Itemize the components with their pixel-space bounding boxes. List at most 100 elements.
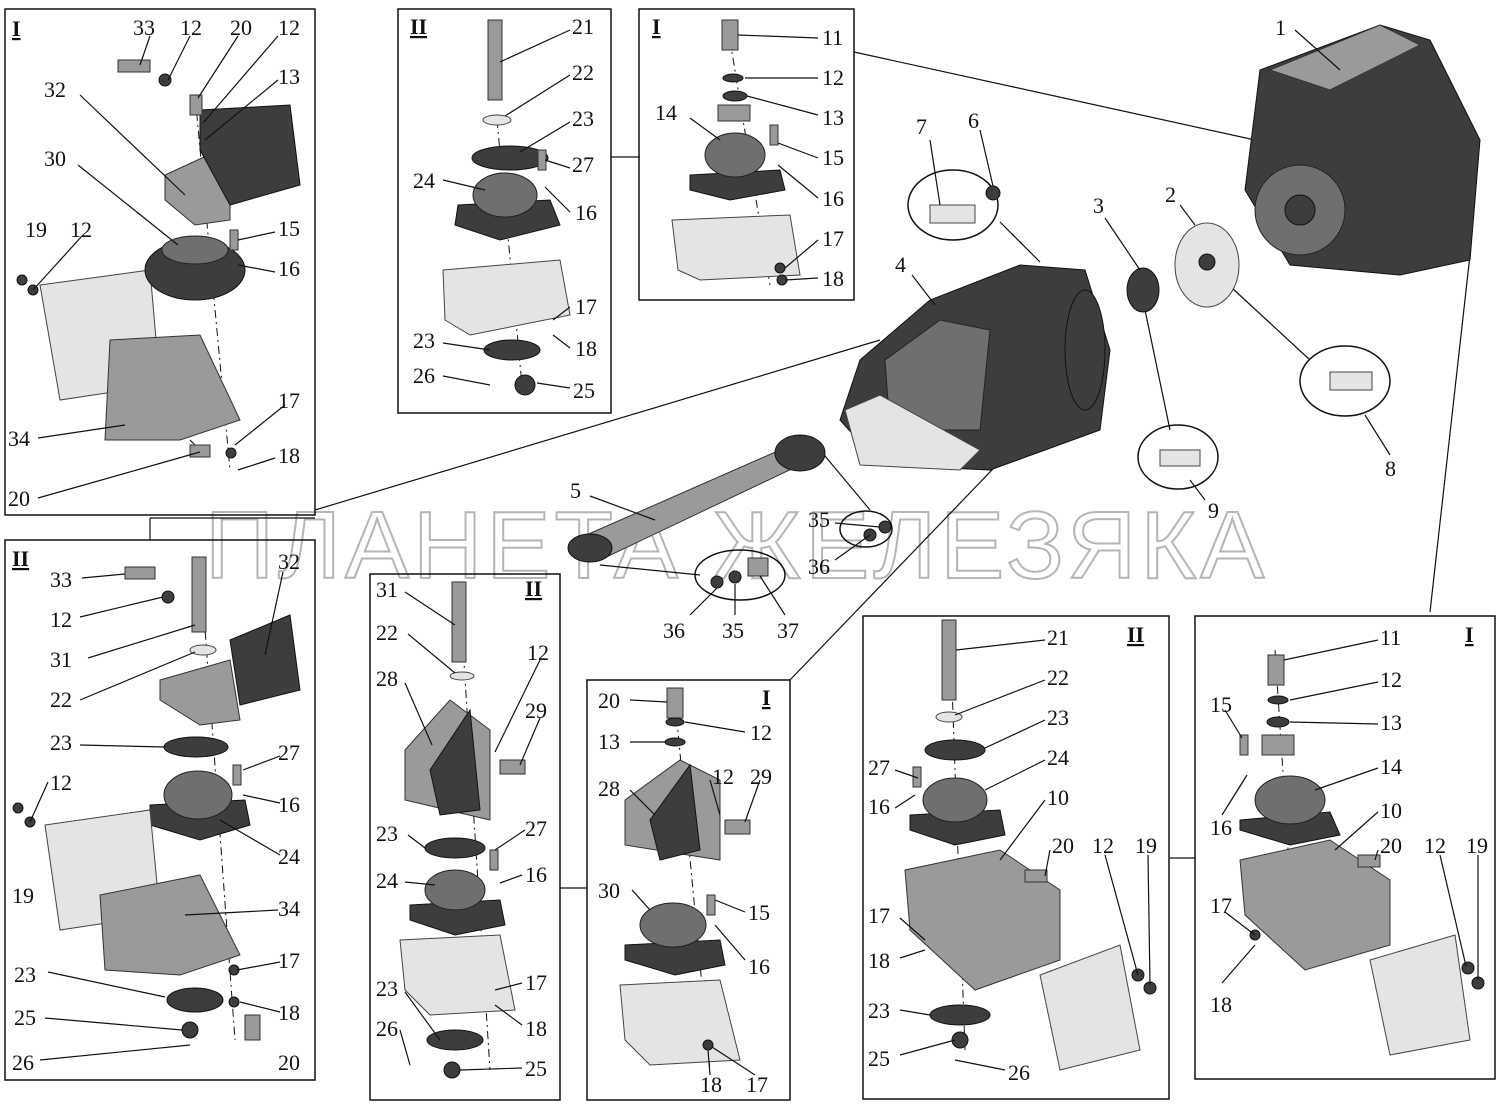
callout-p4-12b: 12 (50, 770, 72, 795)
callout-p1-15: 15 (278, 216, 300, 241)
callout-p1-20b: 20 (8, 486, 30, 511)
callout-p5-24: 24 (376, 868, 398, 893)
panel-p1-parts (16, 59, 301, 471)
callout-p7-10: 10 (1047, 785, 1069, 810)
callout-p2-22: 22 (572, 60, 594, 85)
callout-p8-13: 13 (1380, 710, 1402, 735)
callout-p5-27: 27 (525, 816, 547, 841)
callout-main-8: 8 (1385, 456, 1396, 481)
callout-main-9: 9 (1208, 498, 1219, 523)
panel-p2-parts (442, 19, 571, 396)
callouts-p8: 11 12 15 13 14 16 10 20 12 19 17 18 (1210, 625, 1488, 1017)
callout-p1-17: 17 (278, 388, 300, 413)
callout-p4-24: 24 (278, 844, 300, 869)
panel-p8-frame (1194, 615, 1496, 1080)
callout-p2-23a: 23 (572, 106, 594, 131)
callout-p4-12a: 12 (50, 607, 72, 632)
callout-p6-29: 29 (750, 764, 772, 789)
callout-p1-12c: 12 (70, 217, 92, 242)
callout-p8-20: 20 (1380, 833, 1402, 858)
callout-p1-20a: 20 (230, 15, 252, 40)
callout-p6-12b: 12 (712, 764, 734, 789)
callout-p2-18: 18 (575, 336, 597, 361)
panel-p8-title: I (1465, 622, 1474, 647)
callout-main-3: 3 (1093, 193, 1104, 218)
panel-p2-title: II (410, 14, 427, 39)
callout-p8-14: 14 (1380, 754, 1402, 779)
callouts-p3: 11 12 13 14 15 16 17 18 (655, 25, 844, 291)
callout-p7-24: 24 (1047, 745, 1069, 770)
callout-main-35a: 35 (808, 507, 830, 532)
callouts-p6: 20 12 13 28 12 29 30 15 16 18 17 (598, 688, 772, 1097)
callout-p8-16: 16 (1210, 815, 1232, 840)
callout-p2-21: 21 (572, 14, 594, 39)
callout-p6-13: 13 (598, 729, 620, 754)
callout-p1-13: 13 (278, 64, 300, 89)
callout-p5-28: 28 (376, 666, 398, 691)
callout-p7-19: 19 (1135, 833, 1157, 858)
callout-p7-27: 27 (868, 755, 890, 780)
callout-p6-18: 18 (700, 1072, 722, 1097)
panel-p4-frame (4, 539, 316, 1081)
callout-p3-13: 13 (822, 105, 844, 130)
callout-p2-27: 27 (572, 152, 594, 177)
callouts-p5: 31 22 12 28 29 23 27 24 16 23 17 18 26 2… (376, 577, 549, 1081)
callout-p4-34: 34 (278, 896, 300, 921)
callout-p6-20: 20 (598, 688, 620, 713)
callout-main-1: 1 (1275, 15, 1286, 40)
callout-p8-12a: 12 (1380, 667, 1402, 692)
callout-p1-18: 18 (278, 443, 300, 468)
callout-p5-26: 26 (376, 1016, 398, 1041)
panel-p3-frame (638, 8, 855, 301)
callout-p4-23a: 23 (50, 730, 72, 755)
callout-p8-18: 18 (1210, 992, 1232, 1017)
panel-p8-parts (1239, 649, 1485, 1056)
callout-p1-19: 19 (25, 217, 47, 242)
callout-p7-18: 18 (868, 948, 890, 973)
panel-p4-title: II (12, 546, 29, 571)
callout-p8-12b: 12 (1424, 833, 1446, 858)
callout-p4-31: 31 (50, 647, 72, 672)
callout-p8-10: 10 (1380, 798, 1402, 823)
callout-p5-22: 22 (376, 620, 398, 645)
callout-p6-15: 15 (748, 900, 770, 925)
panel-p5-frame (369, 573, 561, 1101)
callout-main-35b: 35 (722, 618, 744, 643)
callout-p3-11: 11 (822, 25, 843, 50)
callouts-p1: 33 12 20 12 13 32 30 15 16 19 12 17 18 3… (8, 15, 300, 511)
callouts-p4: 33 32 12 31 22 23 27 12 16 24 19 34 17 2… (12, 549, 300, 1075)
panel-p6-parts (619, 687, 751, 1071)
callout-p6-30: 30 (598, 878, 620, 903)
callout-p4-25: 25 (14, 1005, 36, 1030)
panel-p5-title: II (525, 576, 542, 601)
callout-p4-19: 19 (12, 883, 34, 908)
callout-p5-23a: 23 (376, 821, 398, 846)
panel-p5-parts (399, 581, 526, 1079)
callout-p1-33: 33 (133, 15, 155, 40)
callout-p5-23b: 23 (376, 976, 398, 1001)
callout-p1-34: 34 (8, 426, 30, 451)
callout-p8-11: 11 (1380, 625, 1401, 650)
callouts-main: 1 7 6 3 2 4 8 9 5 35 36 36 35 37 (570, 15, 1396, 643)
callout-p2-25: 25 (573, 378, 595, 403)
callout-p1-12b: 12 (278, 15, 300, 40)
callout-p8-17: 17 (1210, 893, 1232, 918)
callout-p1-16: 16 (278, 256, 300, 281)
callout-p7-25: 25 (868, 1046, 890, 1071)
callout-main-37: 37 (777, 618, 799, 643)
callout-p4-32: 32 (278, 549, 300, 574)
callout-p3-15: 15 (822, 145, 844, 170)
callout-p8-19: 19 (1466, 833, 1488, 858)
callout-p3-12: 12 (822, 65, 844, 90)
panel-p3-parts (671, 19, 801, 286)
callout-p7-26: 26 (1008, 1060, 1030, 1085)
panel-p6-frame (586, 679, 791, 1101)
callout-p7-21: 21 (1047, 625, 1069, 650)
callout-p7-23a: 23 (1047, 705, 1069, 730)
callout-p5-18: 18 (525, 1016, 547, 1041)
callout-main-2: 2 (1165, 182, 1176, 207)
callout-p7-23b: 23 (868, 998, 890, 1023)
callout-p5-12: 12 (527, 640, 549, 665)
callout-p2-24: 24 (413, 168, 435, 193)
